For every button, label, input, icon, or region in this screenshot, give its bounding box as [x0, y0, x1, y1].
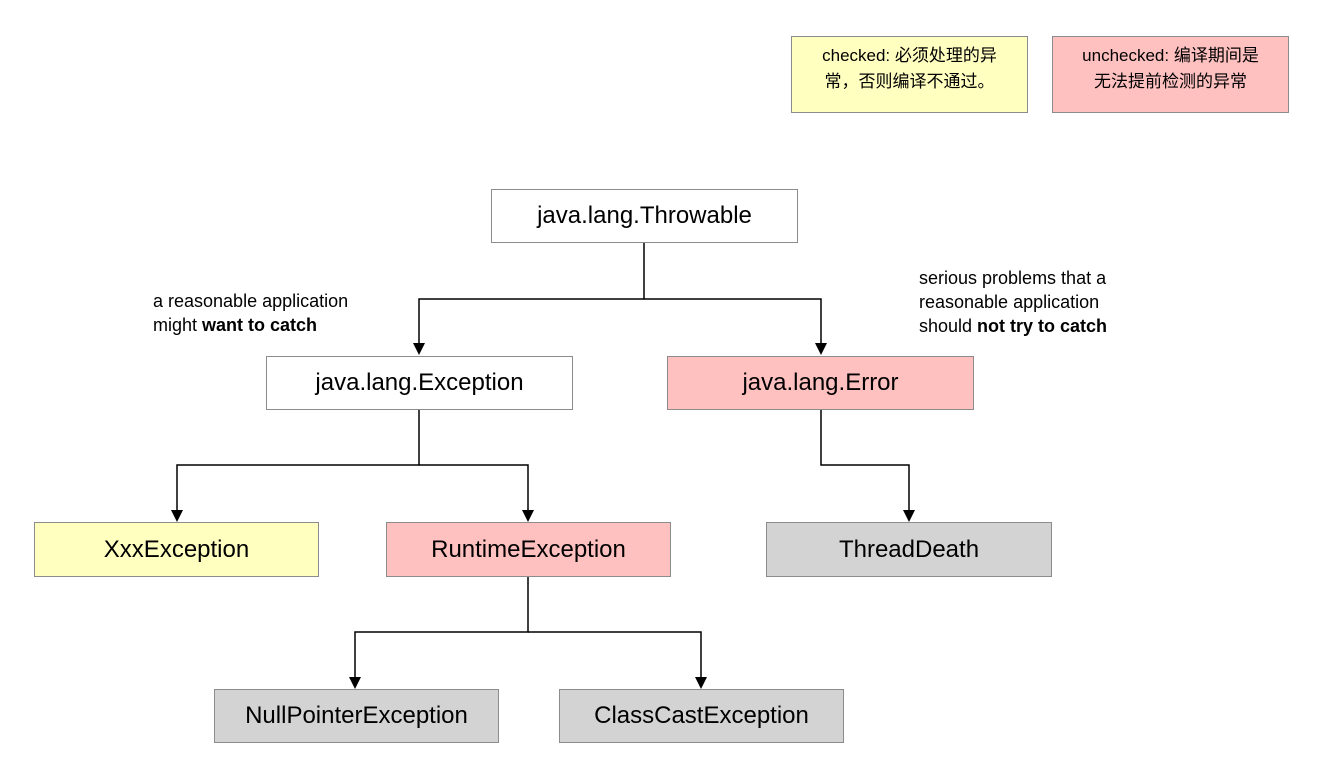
note-exception-line2-prefix: might	[153, 315, 203, 335]
node-exception-label: java.lang.Exception	[315, 369, 524, 396]
edge-runtime-npe	[349, 576, 529, 689]
edge-runtime-classcast	[528, 631, 707, 689]
node-runtime-exception: RuntimeException	[386, 522, 671, 577]
edge-exception-runtime	[419, 464, 534, 522]
note-error: serious problems that a reasonable appli…	[919, 266, 1107, 338]
legend-unchecked: unchecked: 编译期间是 无法提前检测的异常	[1052, 36, 1289, 113]
node-runtime-exception-label: RuntimeException	[431, 535, 626, 563]
note-error-line2: reasonable application	[919, 292, 1100, 312]
legend-unchecked-line1: unchecked: 编译期间是	[1082, 46, 1259, 65]
note-exception-line2-bold: want to catch	[202, 315, 318, 335]
legend-checked: checked: 必须处理的异 常，否则编译不通过。	[791, 36, 1028, 113]
note-error-line3-prefix: should	[919, 316, 978, 336]
note-exception-line2: might want to catch	[153, 313, 348, 337]
edge-throwable-exception	[413, 242, 645, 355]
edge-error-threaddeath	[820, 409, 915, 522]
legend-checked-line2: 常，否则编译不通过。	[824, 72, 995, 91]
node-class-cast-exception-label: ClassCastException	[594, 702, 809, 729]
note-error-line3-bold: not try to catch	[977, 316, 1108, 336]
edge-throwable-error	[644, 298, 827, 355]
note-error-line1: serious problems that a	[919, 268, 1107, 288]
edge-exception-xxx	[171, 409, 420, 522]
node-error-label: java.lang.Error	[742, 369, 899, 396]
node-throwable: java.lang.Throwable	[491, 189, 798, 243]
note-error-line3: should not try to catch	[919, 314, 1107, 338]
node-xxx-exception: XxxException	[34, 522, 319, 577]
node-thread-death: ThreadDeath	[766, 522, 1052, 577]
legend-unchecked-line2: 无法提前检测的异常	[1094, 72, 1247, 91]
node-thread-death-label: ThreadDeath	[838, 535, 980, 563]
node-exception: java.lang.Exception	[266, 356, 573, 410]
node-error: java.lang.Error	[667, 356, 974, 410]
node-class-cast-exception: ClassCastException	[559, 689, 844, 743]
node-throwable-label: java.lang.Throwable	[537, 202, 752, 229]
node-xxx-exception-label: XxxException	[103, 535, 250, 563]
legend-checked-line1: checked: 必须处理的异	[822, 46, 997, 65]
node-null-pointer-exception-label: NullPointerException	[245, 702, 468, 729]
note-exception-line1: a reasonable application	[153, 291, 349, 311]
note-exception: a reasonable application might want to c…	[153, 289, 348, 337]
node-null-pointer-exception: NullPointerException	[214, 689, 499, 743]
